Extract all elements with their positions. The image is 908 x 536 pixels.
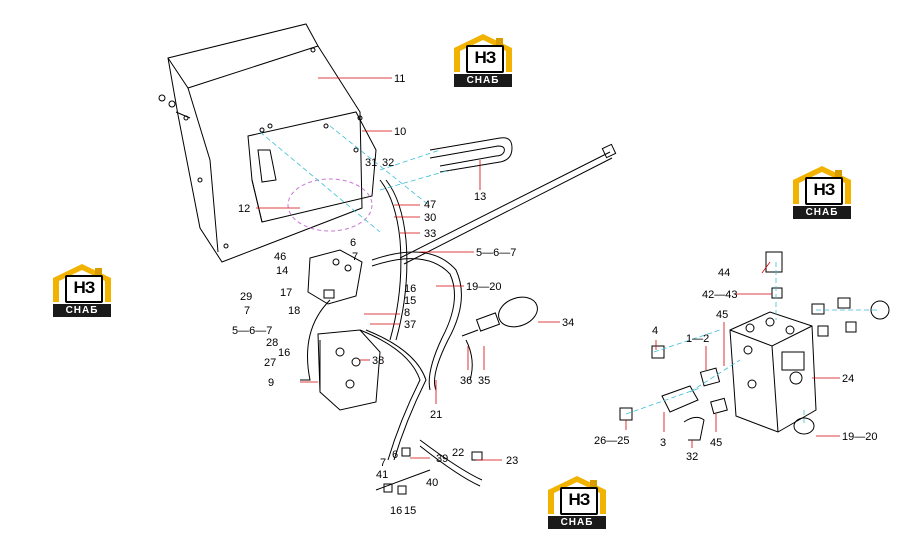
label-33: 33 (424, 228, 436, 240)
brand-logo-left: НЗ СНАБ (51, 262, 113, 318)
label-29: 29 (240, 291, 252, 303)
fittings-right (619, 251, 890, 441)
logo-roof-icon (548, 476, 606, 514)
logo-mark: НЗ (805, 177, 843, 205)
label-37: 37 (404, 319, 416, 331)
label-41: 41 (376, 469, 388, 481)
logo-mark: НЗ (466, 45, 504, 73)
part-12-tank-outline (287, 178, 373, 232)
label-7: 7 (352, 251, 358, 263)
label-27: 27 (264, 357, 276, 369)
label-21: 21 (430, 409, 442, 421)
brand-logo-bottom: НЗ СНАБ (546, 474, 608, 530)
label-5-6-7-top: 5—6—7 (476, 247, 516, 259)
label-38: 38 (372, 355, 384, 367)
label-45-top: 45 (716, 309, 728, 321)
label-32: 32 (382, 157, 394, 169)
label-7-left: 7 (244, 305, 250, 317)
label-19-20-right: 19—20 (842, 431, 877, 443)
leader-lines (256, 77, 840, 461)
label-15-bottom: 15 (404, 505, 416, 517)
part-34-accumulator (461, 296, 538, 337)
fittings-bottom (375, 447, 483, 495)
brand-logo-right: НЗ СНАБ (791, 164, 853, 220)
label-12: 12 (238, 203, 250, 215)
label-18: 18 (288, 305, 300, 317)
logo-roof-icon (53, 264, 111, 302)
label-14: 14 (276, 265, 288, 277)
label-44: 44 (718, 267, 730, 279)
label-19-20-top: 19—20 (466, 281, 501, 293)
logo-plate: СНАБ (548, 516, 606, 529)
part-24-manifold-block (729, 311, 817, 433)
label-3: 3 (660, 437, 666, 449)
label-6: 6 (350, 237, 356, 249)
rod-assembly (399, 143, 617, 265)
label-30: 30 (424, 212, 436, 224)
label-9: 9 (268, 377, 274, 389)
part-13-u-bolt (429, 137, 513, 173)
label-11: 11 (394, 73, 405, 85)
label-1-2: 1—2 (686, 333, 709, 345)
logo-plate: СНАБ (454, 74, 512, 87)
label-36: 36 (460, 375, 472, 387)
valve-block-left (307, 249, 381, 411)
label-15: 15 (404, 295, 416, 307)
label-28: 28 (266, 337, 278, 349)
label-40: 40 (426, 477, 438, 489)
label-17: 17 (280, 287, 292, 299)
label-6-bottom: 6 (392, 449, 398, 461)
label-8: 8 (404, 307, 410, 319)
label-46: 46 (274, 251, 286, 263)
logo-mark: НЗ (560, 487, 598, 515)
logo-plate: СНАБ (793, 206, 851, 219)
label-23: 23 (506, 455, 518, 467)
label-10: 10 (394, 126, 406, 138)
label-31: 31 (365, 157, 377, 169)
label-47: 47 (424, 199, 436, 211)
logo-plate: СНАБ (53, 304, 111, 317)
logo-mark: НЗ (65, 275, 103, 303)
hose-bundle (300, 179, 483, 487)
label-39: 39 (436, 453, 448, 465)
label-13: 13 (474, 191, 486, 203)
label-7-bottom: 7 (380, 457, 386, 469)
label-22: 22 (452, 447, 464, 459)
centerlines (259, 125, 880, 426)
label-26-25: 26—25 (594, 435, 629, 447)
part-10-bracket-plate (247, 111, 377, 223)
label-34: 34 (562, 317, 574, 329)
label-5-6-7-left: 5—6—7 (232, 325, 272, 337)
part-11-cover-plate (158, 23, 363, 263)
label-45-bottom: 45 (710, 437, 722, 449)
logo-roof-icon (454, 34, 512, 72)
label-32-right: 32 (686, 451, 698, 463)
logo-roof-icon (793, 166, 851, 204)
label-24: 24 (842, 373, 854, 385)
brand-logo-top: НЗ СНАБ (452, 32, 514, 88)
label-16-bottom: 16 (390, 505, 402, 517)
label-4: 4 (652, 325, 658, 337)
label-42-43: 42—43 (702, 289, 737, 301)
label-16-left: 16 (278, 347, 290, 359)
label-16: 16 (404, 283, 416, 295)
label-35: 35 (478, 375, 490, 387)
